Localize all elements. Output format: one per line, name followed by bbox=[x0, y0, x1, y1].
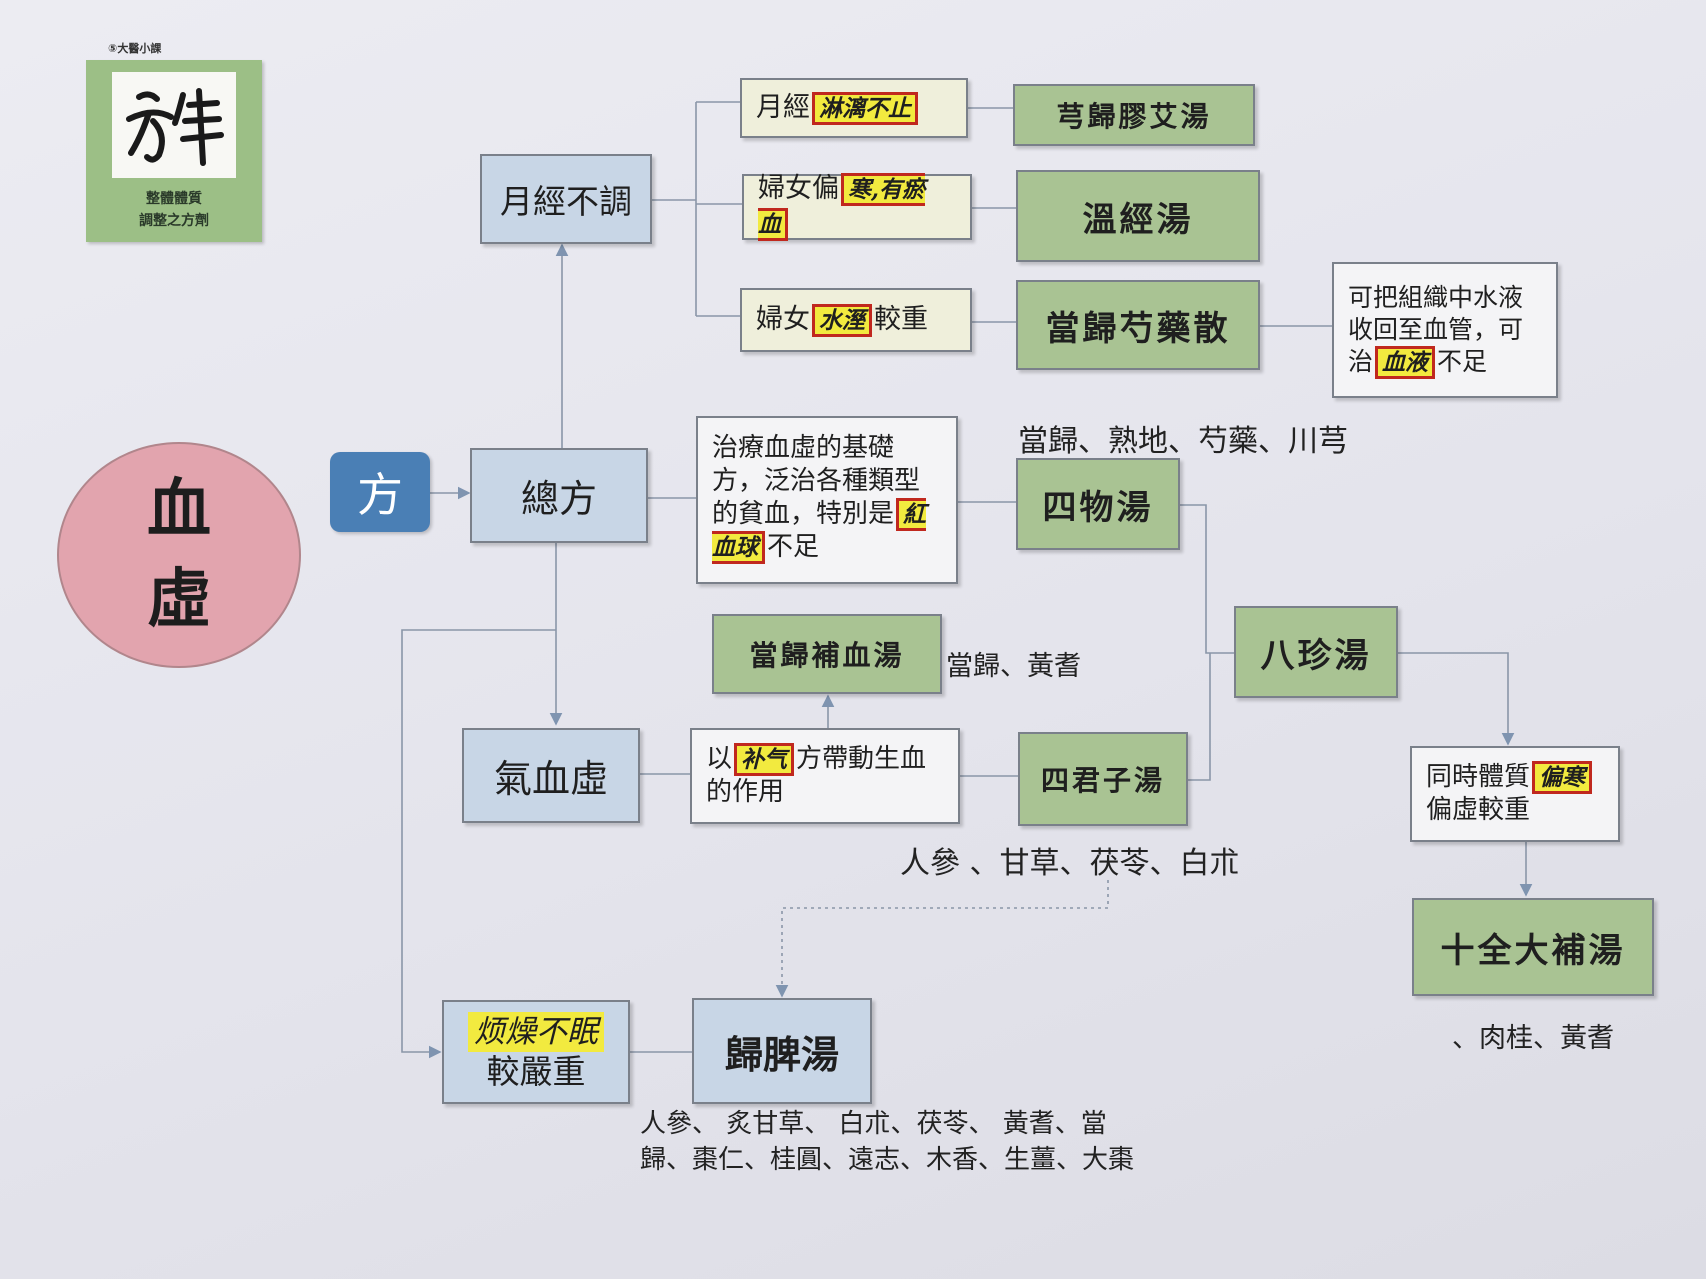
node-siwu-description: 治療血虛的基礎方，泛治各種類型的貧血，特別是紅血球不足 bbox=[696, 416, 958, 584]
node-tongshi-description: 同時體質偏寒偏虛較重 bbox=[1410, 746, 1620, 842]
node-fanzao: 烦燥不眠 較嚴重 bbox=[442, 1000, 630, 1104]
node-sijunzi: 四君子湯 bbox=[1018, 732, 1188, 826]
highlight-mark: 淋漓不止 bbox=[812, 91, 918, 125]
highlight-mark: 血液 bbox=[1375, 345, 1436, 379]
node-danggui-shaoyao: 當歸芍藥散 bbox=[1016, 280, 1260, 370]
node-danggui-buxue: 當歸補血湯 bbox=[712, 614, 942, 694]
shiquan-ingredients: 、肉桂、黃耆 bbox=[1452, 1023, 1614, 1054]
highlight-mark: 烦燥不眠 bbox=[468, 1012, 604, 1052]
highlight-mark: 补气 bbox=[734, 743, 795, 776]
fang-tag: 方 bbox=[330, 452, 430, 532]
root-node-xuexu: 血 虛 bbox=[57, 442, 301, 668]
node-guipi: 歸脾湯 bbox=[692, 998, 872, 1104]
siwu-ingredients: 當歸、熟地、芍藥、川芎 bbox=[1018, 424, 1348, 459]
node-siwu: 四物湯 bbox=[1016, 458, 1180, 550]
highlight-mark: 水溼 bbox=[812, 303, 872, 337]
calligraphy-seal-icon bbox=[112, 72, 236, 178]
logo-caption: 整體體質 調整之方劑 bbox=[139, 191, 209, 229]
logo-tiny-label: ⑤大醫小課 bbox=[108, 42, 162, 55]
node-buqi-description: 以补气方帶動生血的作用 bbox=[690, 728, 960, 824]
node-qixuexu: 氣血虛 bbox=[462, 728, 640, 823]
node-zongfang: 總方 bbox=[470, 448, 648, 543]
node-danggui-shaoyao-note: 可把組織中水液 收回至血管，可 治血液不足 bbox=[1332, 262, 1558, 398]
danggui-buxue-ingredients: 當歸、黃耆 bbox=[946, 651, 1081, 682]
node-fuyou-damp: 婦女水溼較重 bbox=[740, 288, 972, 352]
guipi-ingredients: 人參、 炙甘草、 白朮、茯苓、 黃耆、當歸、棗仁、桂圓、遠志、木香、生薑、大棗 bbox=[640, 1109, 1135, 1175]
node-fuyou-cold: 婦女偏寒,有瘀血 bbox=[742, 173, 972, 241]
node-wenjing: 溫經湯 bbox=[1016, 170, 1260, 262]
node-shiquan: 十全大補湯 bbox=[1412, 898, 1654, 996]
sijunzi-ingredients: 人參 、甘草、茯苓、白朮 bbox=[900, 846, 1240, 881]
node-yuejing-butiao: 月經不調 bbox=[480, 154, 652, 244]
logo: 整體體質 調整之方劑 bbox=[86, 60, 262, 242]
node-yuejing-condition: 月經淋漓不止 bbox=[740, 78, 968, 138]
node-bazhen: 八珍湯 bbox=[1234, 606, 1398, 698]
node-xiongguijiaoai: 芎歸膠艾湯 bbox=[1013, 84, 1255, 146]
highlight-mark: 偏寒 bbox=[1532, 761, 1593, 794]
